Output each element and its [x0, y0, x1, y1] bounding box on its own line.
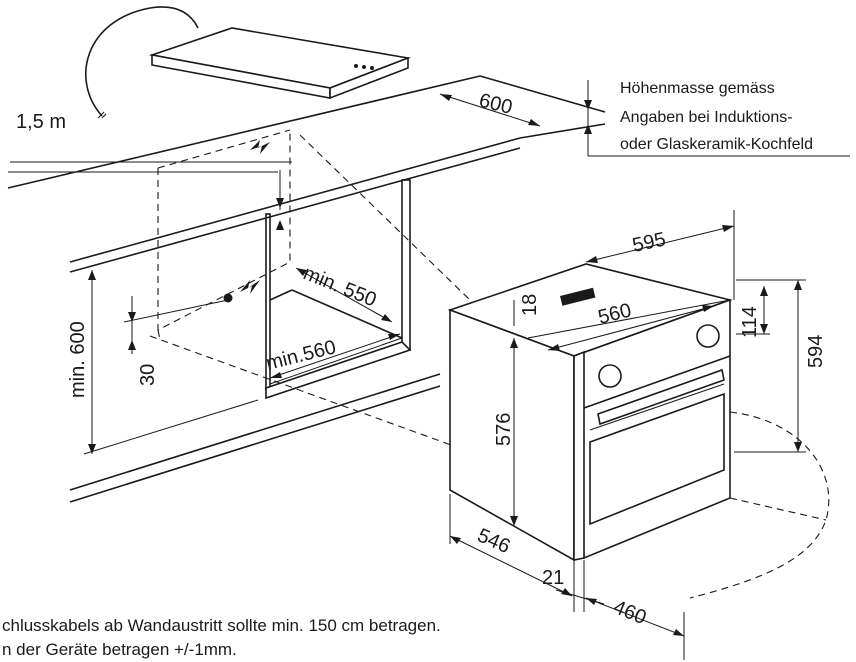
niche-depth-label: min. 550 [300, 262, 379, 311]
oven-top-offset-label: 18 [519, 294, 541, 316]
body-depth-label: 546 [474, 524, 513, 558]
oven-inner-width-dimension [547, 305, 715, 351]
niche-height-dimension [83, 270, 259, 455]
power-cable [85, 6, 199, 117]
panel-height-label: 114 [739, 306, 761, 338]
niche-right-panel [401, 179, 411, 351]
niche-floor [265, 341, 412, 400]
vent-slot [560, 287, 596, 306]
oven-knob-right [696, 324, 720, 348]
footnote-line2: n der Geräte betragen +/-1mm. [2, 640, 237, 659]
oven-width-label: 595 [630, 228, 667, 256]
cable-length-label: 1,5 m [16, 111, 66, 133]
socket-height-label: 30 [137, 364, 159, 386]
electric-connection-icon [223, 140, 284, 303]
cooktop [85, 6, 412, 119]
height-note-line2: Angaben bei Induktions- [620, 109, 793, 126]
height-note-marker [584, 80, 850, 157]
niche-height-label: min. 600 [67, 321, 89, 398]
cooktop-depth-label: 600 [477, 90, 515, 119]
panel-height-dimension [736, 286, 770, 335]
oven-knob-left [598, 364, 622, 388]
oven-height-dimension [734, 279, 806, 453]
height-note-line3: oder Glaskeramik-Kochfeld [620, 136, 813, 153]
front-thickness-label: 21 [542, 567, 564, 589]
cooktop-depth-dimension [439, 93, 541, 127]
cooktop-side [329, 56, 409, 100]
socket-height-dimension [123, 296, 229, 354]
oven-front-edge [573, 350, 585, 561]
niche-depth-dimension [295, 267, 393, 323]
oven-window [589, 392, 725, 526]
cabinet-niche [157, 129, 412, 400]
body-height-dimension [510, 338, 518, 526]
oven-height-label: 594 [805, 335, 827, 368]
body-height-label: 576 [493, 413, 515, 446]
oven-handle [597, 368, 725, 426]
footnote-line1: chlusskabels ab Wandaustritt sollte min.… [2, 616, 441, 635]
oven [447, 263, 733, 562]
countertop [7, 75, 606, 273]
height-note-line1: Höhenmasse gemäss [620, 80, 775, 97]
niche-width-dimension [269, 333, 401, 379]
oven-width-dimension [585, 210, 735, 300]
door-open-dimension [585, 411, 830, 660]
door-open-label: 460 [610, 596, 649, 629]
